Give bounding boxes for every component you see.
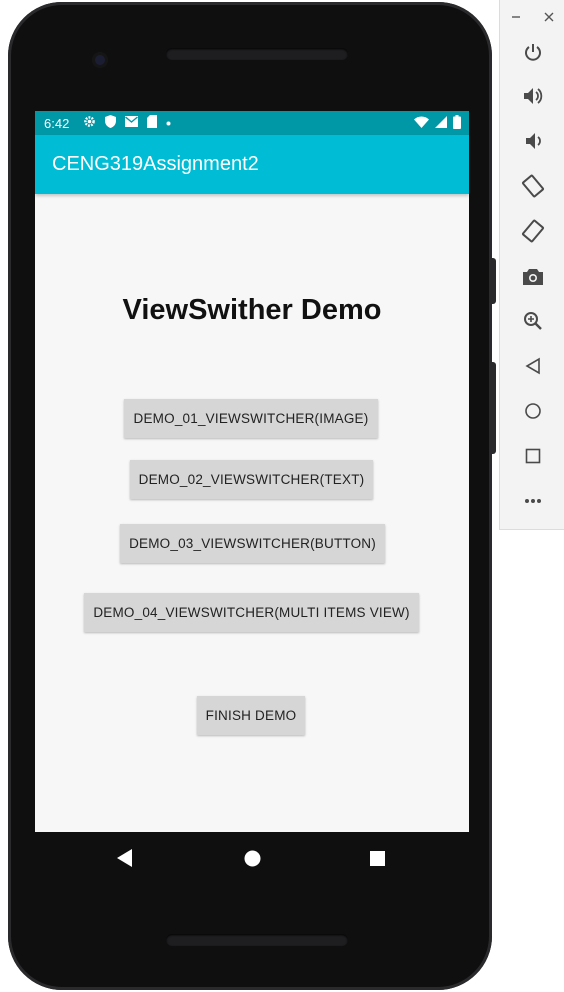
home-icon[interactable] <box>232 832 272 884</box>
demo-04-button[interactable]: DEMO_04_VIEWSWITCHER(MULTI ITEMS VIEW) <box>84 593 419 632</box>
home-icon[interactable] <box>500 396 564 426</box>
rotate-left-icon[interactable] <box>500 171 564 201</box>
more-icon[interactable] <box>500 486 564 516</box>
navigation-bar <box>35 832 469 884</box>
back-icon[interactable] <box>105 832 145 884</box>
recents-icon[interactable] <box>357 832 397 884</box>
battery-icon <box>453 114 461 132</box>
device-screen: 6:42 CENG319Assignment2 <box>35 111 469 832</box>
emulator-toolbar <box>499 0 564 530</box>
front-camera <box>92 52 108 68</box>
power-icon[interactable] <box>500 37 564 67</box>
sdcard-icon <box>147 115 158 131</box>
signal-icon <box>435 115 447 131</box>
finish-demo-button[interactable]: FINISH DEMO <box>197 696 305 735</box>
shield-icon <box>105 115 117 131</box>
status-time: 6:42 <box>44 115 70 131</box>
gear-icon <box>83 115 96 131</box>
volume-up-icon[interactable] <box>500 81 564 111</box>
status-bar: 6:42 <box>35 111 469 135</box>
mail-icon <box>125 116 139 130</box>
volume-side-button[interactable] <box>490 362 496 454</box>
bottom-speaker <box>166 934 348 946</box>
close-icon[interactable] <box>544 9 554 27</box>
demo-01-button[interactable]: DEMO_01_VIEWSWITCHER(IMAGE) <box>124 399 378 438</box>
app-title: CENG319Assignment2 <box>52 153 259 175</box>
power-side-button[interactable] <box>490 258 496 304</box>
zoom-icon[interactable] <box>500 306 564 336</box>
minimize-icon[interactable] <box>511 9 521 27</box>
overview-icon[interactable] <box>500 441 564 471</box>
wifi-icon <box>414 116 429 131</box>
back-icon[interactable] <box>500 351 564 381</box>
page-title: ViewSwither Demo <box>122 294 382 326</box>
demo-03-button[interactable]: DEMO_03_VIEWSWITCHER(BUTTON) <box>120 524 385 563</box>
volume-down-icon[interactable] <box>500 126 564 156</box>
demo-02-button[interactable]: DEMO_02_VIEWSWITCHER(TEXT) <box>130 460 373 499</box>
top-speaker <box>166 48 348 60</box>
dot-icon <box>166 118 171 129</box>
app-bar: CENG319Assignment2 <box>35 135 469 194</box>
rotate-right-icon[interactable] <box>500 216 564 246</box>
camera-icon[interactable] <box>500 261 564 291</box>
